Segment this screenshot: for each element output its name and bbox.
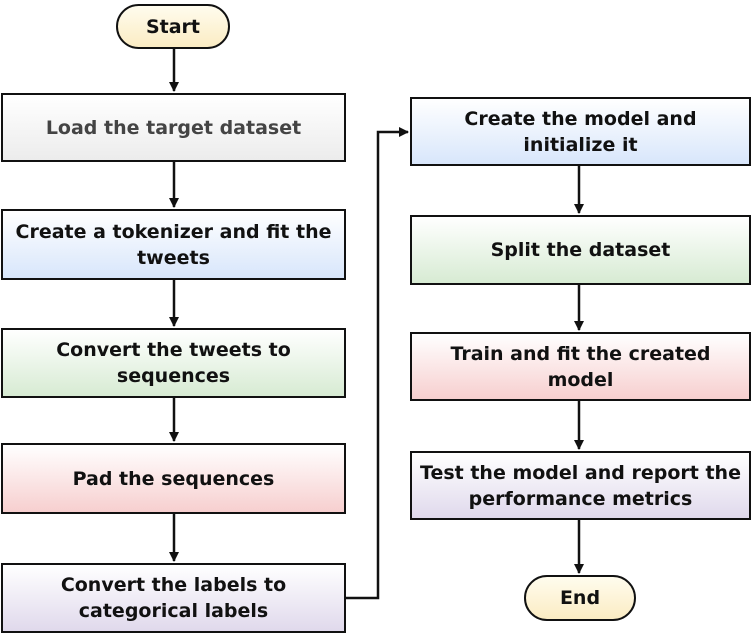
step-convert-tweets-label: Convert the tweets to sequences bbox=[56, 339, 291, 387]
step-pad-sequences: Pad the sequences bbox=[1, 443, 346, 514]
step-create-tokenizer: Create a tokenizer and fit the tweets bbox=[1, 209, 346, 280]
step-convert-labels: Convert the labels to categorical labels bbox=[1, 563, 346, 633]
step-test-model: Test the model and report the performanc… bbox=[410, 451, 751, 520]
end-terminal: End bbox=[524, 575, 636, 621]
start-terminal: Start bbox=[116, 4, 230, 49]
step-create-model-label: Create the model and initialize it bbox=[464, 107, 697, 156]
step-convert-tweets: Convert the tweets to sequences bbox=[1, 328, 346, 398]
step-load-dataset: Load the target dataset bbox=[1, 93, 346, 162]
step-create-model: Create the model and initialize it bbox=[410, 97, 751, 166]
start-label: Start bbox=[145, 15, 201, 38]
step-split-dataset: Split the dataset bbox=[410, 215, 751, 285]
step-test-model-label: Test the model and report the performanc… bbox=[420, 461, 741, 510]
step-load-dataset-label: Load the target dataset bbox=[45, 116, 302, 139]
step-split-dataset-label: Split the dataset bbox=[490, 239, 671, 261]
arrow-convert-labels-to-create-model bbox=[346, 127, 409, 600]
step-convert-labels-label: Convert the labels to categorical labels bbox=[60, 574, 287, 622]
end-label: End bbox=[559, 587, 601, 609]
step-create-tokenizer-label: Create a tokenizer and fit the tweets bbox=[15, 220, 332, 269]
step-pad-sequences-label: Pad the sequences bbox=[72, 467, 275, 490]
step-train-model-label: Train and fit the created model bbox=[450, 342, 711, 391]
step-train-model: Train and fit the created model bbox=[410, 332, 751, 401]
